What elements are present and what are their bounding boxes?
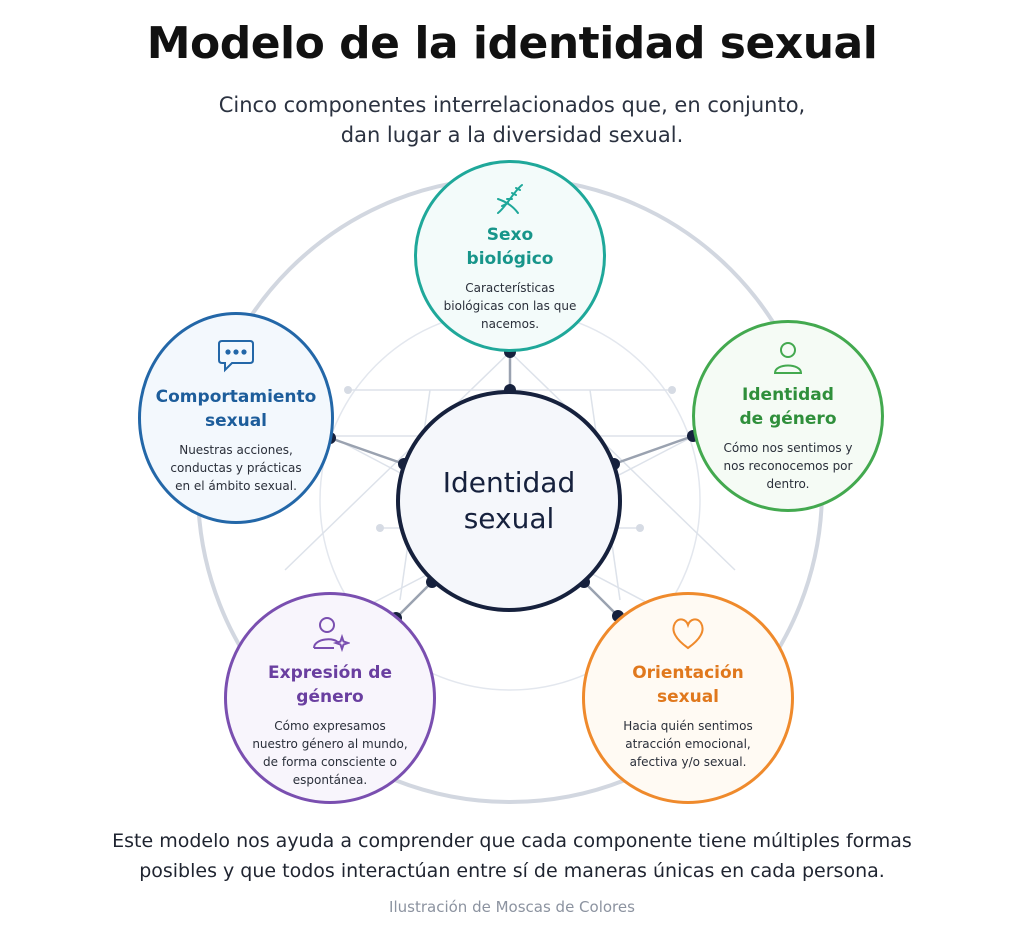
node-title: Expresión de género — [267, 663, 392, 707]
center-label: Identidad sexual — [442, 466, 576, 535]
spokes — [329, 352, 694, 619]
node-orientacion-sexual: Orientación sexual Hacia quién sentimos … — [582, 592, 794, 804]
center-node: Identidad sexual — [396, 390, 622, 612]
node-description: Hacia quién sentimos atracción emocional… — [623, 719, 753, 769]
node-description: Cómo expresamos nuestro género al mundo,… — [252, 719, 408, 787]
node-title: Comportamiento sexual — [155, 387, 317, 431]
node-title: Identidad de género — [739, 385, 837, 429]
node-description: Cómo nos sentimos y nos reconocemos por … — [723, 441, 853, 491]
footer-text: Este modelo nos ayuda a comprender que c… — [112, 830, 912, 882]
person-icon — [773, 342, 803, 374]
web-dots — [344, 386, 676, 532]
node-description: Características biológicas con las que n… — [443, 281, 577, 331]
credit-text: Ilustración de Moscas de Colores — [389, 898, 635, 916]
dna-icon — [497, 184, 523, 214]
heart-icon — [672, 618, 704, 650]
node-description: Nuestras acciones, conductas y prácticas… — [170, 443, 302, 493]
node-sexo-biologico: Sexo biológico Características biológica… — [414, 160, 606, 352]
page-subtitle: Cinco componentes interrelacionados que,… — [218, 93, 806, 147]
node-identidad-genero: Identidad de género Cómo nos sentimos y … — [692, 320, 884, 512]
node-expresion-genero: Expresión de género Cómo expresamos nues… — [224, 592, 436, 804]
speech-bubble-icon — [218, 340, 254, 373]
person-sparkle-icon — [313, 617, 350, 653]
node-title: Orientación sexual — [632, 663, 744, 707]
page-title: Modelo de la identidad sexual — [146, 18, 878, 69]
node-title: Sexo biológico — [466, 225, 554, 269]
node-comportamiento-sexual: Comportamiento sexual Nuestras acciones,… — [138, 312, 334, 524]
